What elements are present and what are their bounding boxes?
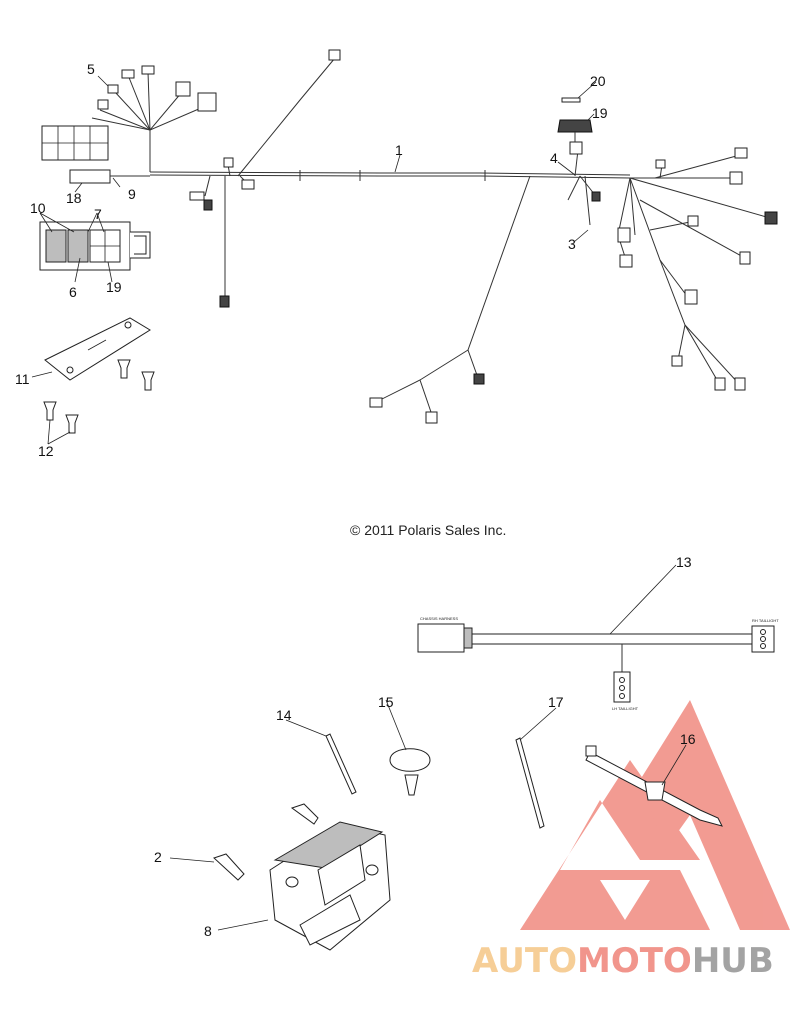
- connector-right-m: [671, 355, 683, 367]
- callout-numbers: 1 2 3 4 5 6 7 8 9 10 11 12 13 14 15 16 1…: [15, 61, 696, 939]
- callout-10: 10: [30, 200, 46, 216]
- connector-top: [328, 49, 341, 61]
- decal-label-sheet: [41, 125, 109, 161]
- bracket-8: [269, 821, 391, 951]
- connector-5f: [97, 99, 109, 110]
- callout-9: 9: [128, 186, 136, 202]
- connector-right-c: [617, 227, 631, 243]
- connector-5e: [197, 92, 217, 112]
- item-18-module: [69, 169, 150, 184]
- callout-11: 11: [15, 371, 30, 387]
- callout-15: 15: [378, 694, 394, 710]
- connector-right-l: [734, 377, 746, 391]
- connector-right-b: [591, 191, 601, 202]
- taillight-harness: CHASSIS HARNESS RH TAILLIGHT LH TAILLIGH…: [417, 616, 779, 711]
- callout-17: 17: [548, 694, 564, 710]
- copyright-text: © 2011 Polaris Sales Inc.: [350, 522, 506, 538]
- connector-left-b: [189, 191, 205, 201]
- leader-lines: [31, 75, 687, 931]
- cable-tie-14: [325, 733, 357, 795]
- screws-2: [213, 803, 319, 881]
- callout-14: 14: [276, 707, 292, 723]
- connector-right-e: [734, 147, 748, 159]
- watermark-triangle-right: [640, 700, 790, 930]
- tie-mount-16: [585, 745, 723, 827]
- callout-2: 2: [154, 849, 162, 865]
- callout-20: 20: [590, 73, 606, 89]
- connector-lower-b: [369, 397, 383, 408]
- connector-right-f: [729, 171, 743, 185]
- callout-18: 18: [66, 190, 82, 206]
- label-lh-taillight: LH TAILLIGHT: [612, 706, 639, 711]
- connector-5d: [175, 81, 191, 97]
- callout-7: 7: [94, 206, 102, 222]
- connector-right-d: [619, 254, 633, 268]
- main-wire-harness: [91, 57, 771, 416]
- item-20-clip: [561, 97, 581, 103]
- watermark-text: AUTOMOTOHUB: [472, 941, 774, 981]
- callout-12: 12: [38, 443, 54, 459]
- connector-right-n: [655, 159, 666, 169]
- callout-5: 5: [87, 61, 95, 77]
- label-rh-taillight: RH TAILLIGHT: [752, 618, 779, 623]
- callout-6: 6: [69, 284, 77, 300]
- push-rivets: [43, 359, 155, 434]
- connector-lower-a: [473, 373, 485, 385]
- callout-16: 16: [680, 731, 696, 747]
- connector-right-i: [687, 215, 699, 227]
- watermark-triangle-outer: [520, 760, 710, 930]
- callout-8: 8: [204, 923, 212, 939]
- svg-text:AUTOMOTOHUB: AUTOMOTOHUB: [472, 941, 774, 981]
- watermark-logo: [520, 700, 790, 930]
- connector-right-h: [739, 251, 751, 265]
- callout-3: 3: [568, 236, 576, 252]
- cable-tie-17: [515, 737, 545, 829]
- connector-lower-c: [425, 411, 438, 424]
- callout-13: 13: [676, 554, 692, 570]
- item-5-connectors: [97, 65, 217, 112]
- harness-connectors: [189, 49, 778, 424]
- watermark-triangle-inner: [600, 880, 650, 920]
- connector-5b: [121, 69, 135, 79]
- connector-left-e: [219, 295, 230, 308]
- connector-right-a: [569, 141, 583, 155]
- item-19-relay: [557, 119, 593, 142]
- connector-right-j: [684, 289, 698, 305]
- callout-1: 1: [395, 142, 403, 158]
- connector-5c: [141, 65, 155, 75]
- watermark-auto: AUTO: [472, 941, 577, 981]
- watermark-hub: HUB: [692, 941, 774, 981]
- connector-right-k: [714, 377, 726, 391]
- watermark-moto: MOTO: [577, 941, 692, 981]
- callout-4: 4: [550, 150, 558, 166]
- connector-left-d: [241, 179, 255, 190]
- connector-left-c: [203, 199, 213, 211]
- fuse-box: [39, 221, 151, 271]
- clamp-15: [389, 748, 431, 796]
- connector-left-a: [223, 157, 234, 168]
- connector-5a: [107, 84, 119, 94]
- callout-19b: 19: [106, 279, 122, 295]
- mounting-plate: [44, 317, 151, 381]
- label-chassis-harness: CHASSIS HARNESS: [420, 616, 458, 621]
- callout-19a: 19: [592, 105, 608, 121]
- connector-right-g: [764, 211, 778, 225]
